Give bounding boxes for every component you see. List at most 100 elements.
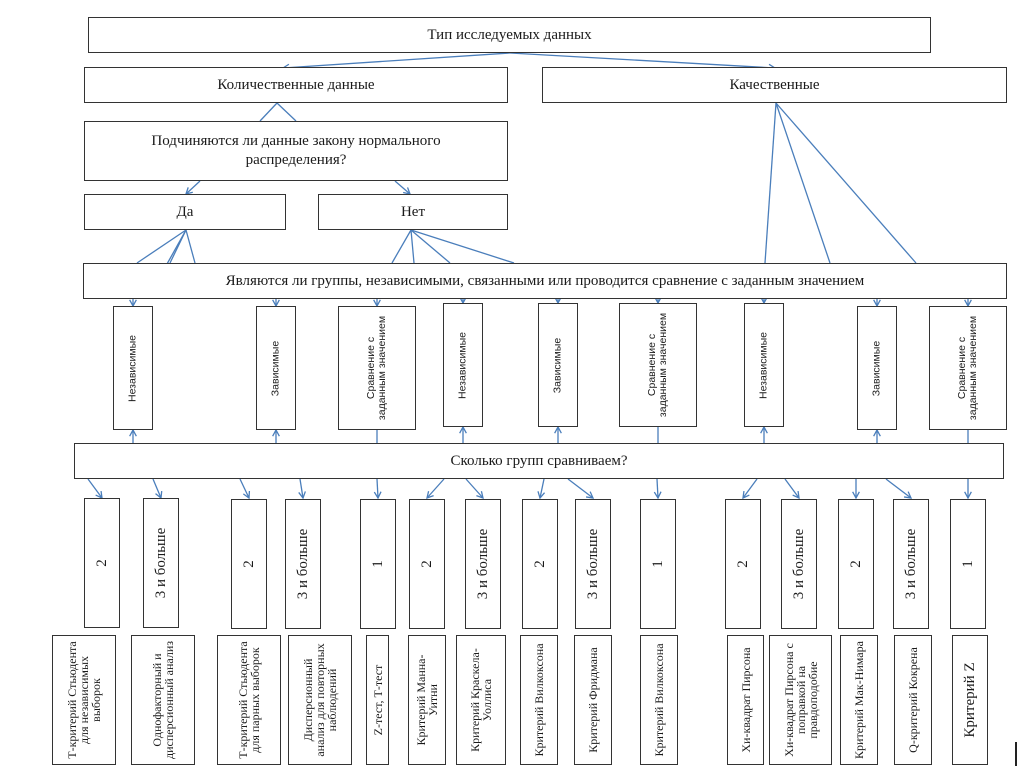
connector-line [885,478,912,499]
group-count-box-label: 2 [94,559,110,567]
group-type-box: Зависимые [538,303,578,427]
connector-line [775,102,917,264]
arrowhead [852,491,860,500]
arrowhead [373,491,382,500]
group-count-box-label: 2 [735,560,751,568]
arrowhead [537,491,546,500]
groups-question-label: Являются ли группы, независимыми, связан… [225,272,865,289]
connector-line [394,180,411,195]
statistical-test-box: Критерий Мак-Нимара [840,635,878,765]
group-type-box: Сравнение с заданным значением [619,303,697,427]
connector-line [775,102,831,264]
statistical-test-box-label: Критерий Вилкоксона [652,643,666,757]
statistical-test-box: Т-критерий Стьюдента для независимых выб… [52,635,116,765]
group-count-box-label: 2 [241,560,257,568]
arrowhead [95,490,103,500]
arrowhead [242,490,251,500]
connector-line [282,52,511,69]
group-count-box-label: 2 [532,560,548,568]
statistical-test-box-label: Критерий Мак-Нимара [852,641,866,759]
group-count-box-label: 1 [370,560,386,568]
group-count-box-label: 2 [848,560,864,568]
arrowhead [298,491,306,500]
connector-line [185,229,196,264]
normality-question-node: Подчиняются ли данные закону нормального… [84,121,508,181]
arrowhead [185,187,193,195]
arrowhead [476,491,484,500]
group-type-box-label: Независимые [456,331,469,399]
statistical-test-box: Дисперсионный анализ для повторных наблю… [288,635,352,765]
statistical-test-box: Хи-квадрат Пирсона [727,635,764,765]
arrowhead [272,428,280,437]
connector-line [166,229,187,265]
group-count-box: 3 и больше [893,499,929,629]
group-type-box-label: Сравнение с заданным значением [365,315,388,421]
arrowhead [903,491,913,499]
statistical-test-box-label: Критерий Фридмана [586,647,600,753]
group-type-box-label: Сравнение с заданным значением [956,315,979,421]
group-count-box: 3 и больше [143,498,179,628]
count-question-node: Сколько групп сравниваем? [74,443,1004,479]
connector-line [136,229,187,264]
arrowhead [585,491,595,499]
connector-line [742,478,758,499]
groups-question-node: Являются ли группы, независимыми, связан… [83,263,1007,299]
connector-line [276,102,297,122]
connector-line [567,478,594,499]
group-count-box-label: 1 [650,560,666,568]
statistical-test-box: Критерий Манна-Уитни [408,635,446,765]
statistical-test-box-label: Критерий Манна-Уитни [414,654,440,746]
statistical-test-box-label: Q-критерий Кокрена [906,647,920,753]
group-type-box: Независимые [744,303,784,427]
statistical-test-box: Критерий Краскела-Уоллиса [456,635,506,765]
connector-line [465,478,484,499]
connector-line [376,478,379,499]
connector-line [391,229,412,264]
group-type-box-label: Независимые [126,334,139,402]
connector-line [784,478,800,499]
root-label: Тип исследуемых данных [427,26,592,43]
arrowhead [129,428,137,437]
group-type-box: Зависимые [857,306,897,430]
connector-line [299,478,304,499]
no-label: Нет [400,203,426,220]
arrowhead [964,491,972,500]
group-type-box-label: Сравнение с заданным значением [646,312,669,418]
connector-line [539,478,545,499]
connector-line [169,229,187,264]
statistical-test-box-label: Т-критерий Стьюдента для независимых выб… [65,641,103,759]
group-type-box: Сравнение с заданным значением [338,306,416,430]
connector-line [410,229,451,264]
group-count-box: 3 и больше [575,499,611,629]
group-count-box-label: 3 и больше [295,528,311,600]
connector-line [509,52,776,69]
arrowhead [792,490,800,500]
group-count-box-label: 3 и больше [903,528,919,600]
statistical-test-box-label: Т-критерий Стьюдента для парных выборок [236,641,262,759]
group-type-box-label: Зависимые [551,337,564,393]
statistical-test-box-label: Хи-квадрат Пирсона с поправкой на правдо… [781,643,820,757]
group-count-box-label: 3 и больше [791,528,807,600]
statistical-test-box-label: Критерий Z [962,662,978,738]
arrowhead [155,490,163,500]
statistical-test-box-label: Хи-квадрат Пирсона [738,647,753,753]
quantitative-label: Количественные данные [217,76,375,93]
group-type-box: Независимые [443,303,483,427]
connector-line [87,478,103,499]
statistical-test-box-label: Критерий Краскела-Уоллиса [468,648,494,752]
statistical-test-box: Критерий Фридмана [574,635,612,765]
statistical-test-box-label: Критерий Вилкоксона [532,643,546,757]
group-type-box-label: Зависимые [269,340,282,396]
group-type-box: Сравнение с заданным значением [929,306,1007,430]
arrowhead [873,428,881,437]
statistical-test-box: Q-критерий Кокрена [894,635,932,765]
statistical-test-box: Т-критерий Стьюдента для парных выборок [217,635,281,765]
connector-line [259,102,278,122]
arrowhead [554,425,562,434]
group-count-box: 1 [640,499,676,629]
root-node: Тип исследуемых данных [88,17,931,53]
arrowhead [426,491,434,500]
statistical-test-box-label: Однофакторный и дисперсионный анализ [150,641,176,760]
arrowhead [760,425,768,434]
statistical-test-box: Критерий Вилкоксона [640,635,678,765]
